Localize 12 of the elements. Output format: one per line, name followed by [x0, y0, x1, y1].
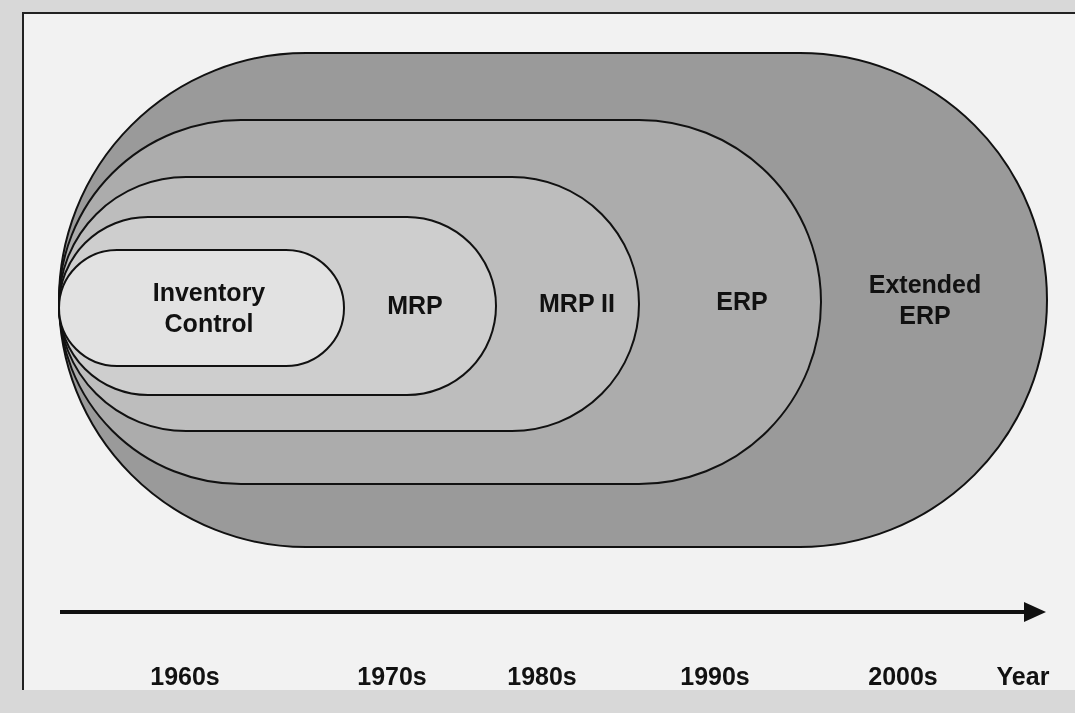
region-label: ERP — [715, 286, 769, 318]
region-label: Inventory Control — [151, 276, 267, 339]
region-label: MRP II — [538, 288, 616, 320]
timeline-label: 1990s — [679, 661, 751, 692]
timeline-label: 1970s — [356, 661, 428, 692]
region-label: Extended ERP — [867, 268, 983, 331]
capsule-region — [58, 249, 345, 367]
timeline-label: Year — [995, 661, 1051, 692]
timeline-label: 1960s — [149, 661, 221, 692]
timeline-label: 2000s — [867, 661, 939, 692]
timeline-label: 1980s — [506, 661, 578, 692]
region-label: MRP — [386, 290, 444, 322]
